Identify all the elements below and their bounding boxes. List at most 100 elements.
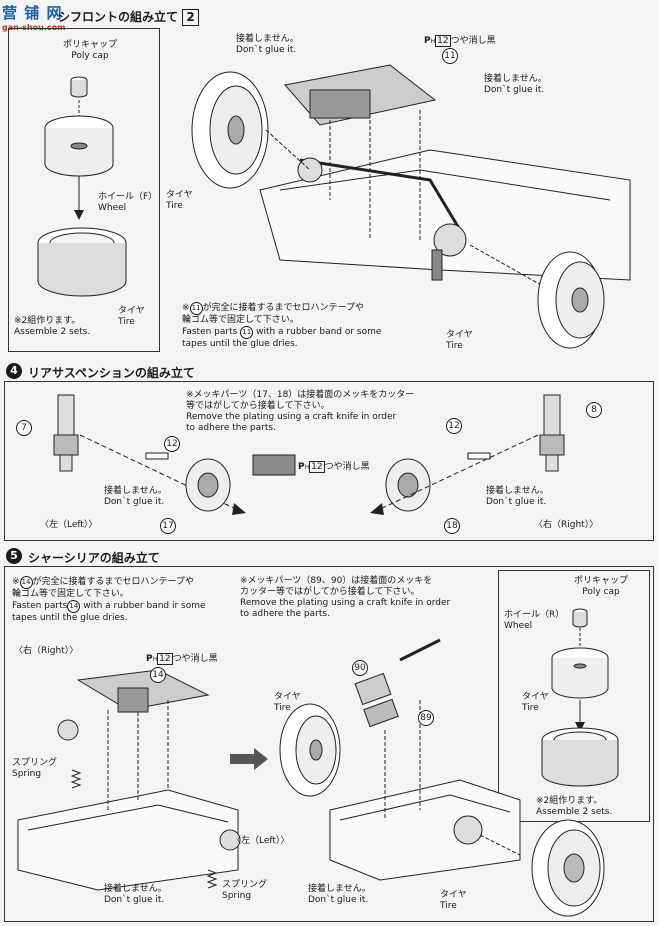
part-12-left: 12: [164, 436, 180, 452]
step3-tire-label-c: タイヤ Tire: [446, 330, 473, 352]
note-jp-3: 等ではがしてから接着して下さい。: [186, 401, 330, 411]
step3-polycap-label: ポリキャップ Poly cap: [60, 40, 120, 62]
part-89: 89: [418, 710, 434, 726]
note-jp-1: ※メッキパーツ（: [186, 390, 257, 400]
step5-tire-label-c: タイヤ Tire: [440, 890, 467, 912]
logo-url: gan-shou.com: [2, 23, 66, 32]
note-en-2: to adhere the parts.: [240, 609, 330, 619]
step3-noglue-1: 接着しません。 Don`t glue it.: [236, 34, 299, 56]
tire-jp: タイヤ: [166, 190, 193, 200]
noglue-jp: 接着しません。: [104, 486, 167, 496]
step4-noglue-right: 接着しません。 Don`t glue it.: [486, 486, 549, 508]
paint-name: つや消し黒: [324, 462, 370, 472]
step5-noglue-2: 接着しません。 Don`t glue it.: [308, 884, 371, 906]
step3-tire-label-a: タイヤ Tire: [118, 306, 145, 328]
part-14-ref: 14: [19, 576, 33, 589]
step5-wheel-label: ホイール（R） Wheel: [504, 610, 564, 632]
tire-en: Tire: [118, 317, 135, 327]
step5-polycap-label: ポリキャップ Poly cap: [566, 576, 636, 598]
step3-assemble-note: ※2組作ります。 Assemble 2 sets.: [14, 316, 90, 338]
part-18: 18: [444, 518, 460, 534]
paint-name: つや消し黒: [172, 654, 218, 664]
step5-title: シャーシリアの組み立て: [28, 551, 160, 565]
step5-rear-wheel-drawing: [541, 608, 619, 787]
note-jp-1: ※メッキパーツ（: [240, 576, 311, 586]
step5-tire-label-a: タイヤ Tire: [522, 692, 549, 714]
part-14-ref: 14: [67, 600, 81, 613]
noglue-en: Don`t glue it.: [104, 895, 165, 905]
note-jp-2: が完全に接着するまでセロハンテープや: [32, 577, 195, 587]
step4-number: 4: [6, 363, 22, 379]
tire-en: Tire: [166, 201, 183, 211]
note-en-3: tapes until the glue dries.: [182, 339, 298, 349]
noglue-en: Don`t glue it.: [486, 497, 547, 507]
step3-front-chassis-drawing: [191, 64, 631, 349]
part-17: 17: [160, 518, 176, 534]
part-12-right: 12: [446, 418, 462, 434]
tire-en: Tire: [522, 703, 539, 713]
step4-right-label: 〈右（Right）〉: [534, 520, 599, 530]
noglue-jp: 接着しません。: [236, 34, 299, 44]
step3-wheel-label: ホイール（F） Wheel: [98, 192, 157, 214]
tire-en: Tire: [446, 341, 463, 351]
step5-rear-tire-drawing: [531, 819, 605, 917]
step4-frame: [4, 381, 654, 541]
spring-en: Spring: [12, 769, 42, 779]
step3-title-text: シフロントの組み立て: [58, 10, 179, 24]
paint-code: 12: [309, 461, 325, 473]
step5-number: 5: [6, 548, 22, 564]
note-mark: ※: [182, 303, 190, 313]
step5-plating-note: ※メッキパーツ（89、90）は接着面のメッキを カッター等ではがしてから接着して…: [240, 576, 451, 619]
part-11-ref: 11: [240, 326, 254, 339]
step5-noglue-1: 接着しません。 Don`t glue it.: [104, 884, 167, 906]
note-en-1: Fasten parts: [182, 327, 238, 337]
note-jp-3: カッター等ではがしてから接着して下さい。: [240, 587, 420, 597]
assemble-en: Assemble 2 sets.: [14, 327, 91, 337]
spring-jp: スプリング: [222, 880, 268, 890]
note-en-1: Remove the plating using a craft knife i…: [186, 412, 397, 422]
note-jp-2: ）は接着面のメッキをカッター: [288, 390, 415, 400]
step5-next-arrow: [230, 748, 268, 770]
note-en-1: Remove the plating using a craft knife i…: [240, 598, 451, 608]
paint-code: 12: [435, 35, 451, 47]
part-11: 11: [442, 48, 458, 64]
noglue-en: Don`t glue it.: [484, 85, 545, 95]
step5-frame: [4, 566, 654, 922]
step3-subbox: [8, 28, 160, 352]
note-jp-3: 輪ゴム等で固定して下さい。: [12, 589, 129, 599]
tire-en: Tire: [440, 901, 457, 911]
paint-code: 12: [157, 653, 173, 665]
tire-jp: タイヤ: [446, 330, 473, 340]
assemble-en: Assemble 2 sets.: [536, 807, 613, 817]
note-jp-3: 輪ゴム等で固定して下さい。: [182, 315, 299, 325]
part-90-ref: 90: [330, 576, 343, 586]
part-17-ref: 17: [256, 390, 268, 400]
spring-jp: スプリング: [12, 758, 58, 768]
wheel-jp: ホイール（F）: [98, 192, 158, 202]
noglue-jp: 接着しません。: [486, 486, 549, 496]
tire-jp: タイヤ: [522, 692, 549, 702]
step4-plating-note: ※メッキパーツ（17、18）は接着面のメッキをカッター 等ではがしてから接着して…: [186, 390, 415, 433]
logo-text: 营 铺 网: [2, 4, 63, 22]
polycap-en: Poly cap: [71, 51, 109, 61]
step5-left-label: 〈左（Left）〉: [232, 836, 290, 846]
step4-noglue-left: 接着しません。 Don`t glue it.: [104, 486, 167, 508]
polycap-jp: ポリキャップ: [62, 40, 117, 50]
part-90: 90: [352, 660, 368, 676]
step5-tire-label-b: タイヤ Tire: [274, 692, 301, 714]
step3-wheel-drawing: [37, 76, 127, 297]
part-18-ref: 18: [276, 390, 289, 400]
noglue-en: Don`t glue it.: [308, 895, 369, 905]
polycap-en: Poly cap: [582, 587, 620, 597]
note-mark: ※: [12, 577, 20, 587]
assemble-jp: ※2組作ります。: [536, 796, 603, 806]
tire-jp: タイヤ: [274, 692, 301, 702]
part-14: 14: [150, 667, 166, 683]
polycap-jp: ポリキャップ: [573, 576, 628, 586]
step4-suspension-drawing: [53, 394, 565, 515]
